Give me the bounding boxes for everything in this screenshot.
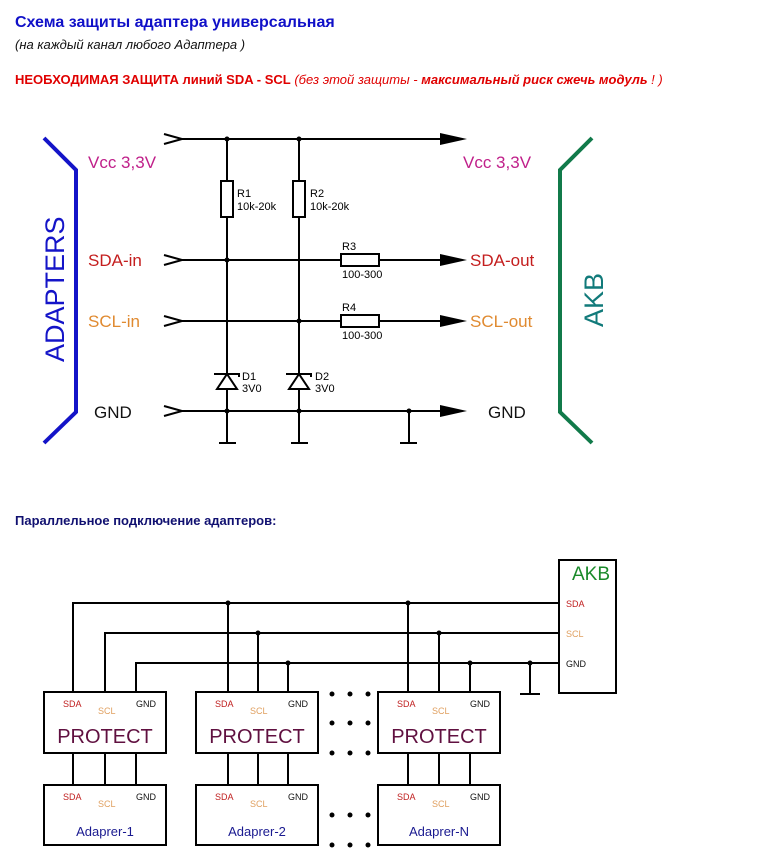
adapter-label: Adaprer-1 bbox=[76, 824, 134, 839]
resistor-r2 bbox=[292, 180, 306, 218]
protect-label: PROTECT bbox=[209, 726, 305, 748]
pin-label-scl: SCL bbox=[432, 706, 450, 716]
r1-value: 10k-20k bbox=[237, 201, 277, 213]
adapter-box: SDA SCL GND Adaprer-N bbox=[377, 784, 501, 846]
r4-value: 100-300 bbox=[342, 330, 382, 342]
gnd-in-label: GND bbox=[94, 403, 132, 422]
sda-in-label: SDA-in bbox=[88, 251, 142, 270]
pin-label-sda: SDA bbox=[215, 792, 234, 802]
warning-note: (без этой защиты - bbox=[290, 72, 422, 87]
akb-pin-gnd: GND bbox=[566, 659, 587, 669]
resistor-r4 bbox=[340, 314, 380, 328]
scl-in-connector-icon bbox=[163, 315, 186, 327]
scl-out-arrow-icon bbox=[440, 315, 467, 327]
pin-label-gnd: GND bbox=[136, 792, 157, 802]
warning-main: НЕОБХОДИМАЯ ЗАЩИТА линий SDA - SCL bbox=[15, 72, 291, 87]
input-connectors bbox=[163, 133, 186, 417]
sda-out-arrow-icon bbox=[440, 254, 467, 266]
page-subtitle: (на каждый канал любого Адаптера ) bbox=[15, 37, 246, 52]
pin-label-scl: SCL bbox=[250, 799, 268, 809]
adapter-box: SDA SCL GND Adaprer-2 bbox=[195, 784, 319, 846]
adapter-label: Adaprer-2 bbox=[228, 824, 286, 839]
section-title-parallel: Параллельное подключение адаптеров: bbox=[15, 513, 277, 528]
pin-label-sda: SDA bbox=[215, 699, 234, 709]
pin-label-sda: SDA bbox=[397, 699, 416, 709]
r3-name: R3 bbox=[342, 241, 356, 253]
bus-wires bbox=[72, 602, 558, 785]
scl-in-label: SCL-in bbox=[88, 312, 140, 331]
pin-label-gnd: GND bbox=[470, 699, 491, 709]
r3-value: 100-300 bbox=[342, 269, 382, 281]
protect-label: PROTECT bbox=[57, 726, 153, 748]
resistor-r3 bbox=[340, 253, 380, 267]
pin-label-sda: SDA bbox=[63, 792, 82, 802]
akb-pin-sda: SDA bbox=[566, 599, 585, 609]
schematic-wires bbox=[180, 138, 440, 444]
r4-name: R4 bbox=[342, 302, 356, 314]
warning-end: ! ) bbox=[647, 72, 663, 87]
junction-dots bbox=[224, 136, 412, 414]
warning-text: НЕОБХОДИМАЯ ЗАЩИТА линий SDA - SCL (без … bbox=[15, 72, 663, 87]
d1-value: 3V0 bbox=[242, 383, 262, 395]
akb-bracket bbox=[558, 136, 594, 445]
akb-pin-scl: SCL bbox=[566, 629, 584, 639]
d2-name: D2 bbox=[315, 371, 329, 383]
vcc-out-label: Vcc 3,3V bbox=[463, 153, 532, 172]
pin-label-gnd: GND bbox=[470, 792, 491, 802]
pin-label-sda: SDA bbox=[63, 699, 82, 709]
pin-label-sda: SDA bbox=[397, 792, 416, 802]
gnd-out-label: GND bbox=[488, 403, 526, 422]
pin-label-gnd: GND bbox=[288, 792, 309, 802]
vcc-in-connector-icon bbox=[163, 133, 186, 145]
protect-label: PROTECT bbox=[391, 726, 487, 748]
scl-out-label: SCL-out bbox=[470, 312, 533, 331]
pin-label-gnd: GND bbox=[288, 699, 309, 709]
gnd-out-arrow-icon bbox=[440, 405, 467, 417]
bus-junction-dots bbox=[225, 600, 533, 666]
vcc-in-label: Vcc 3,3V bbox=[88, 153, 157, 172]
d1-name: D1 bbox=[242, 371, 256, 383]
vcc-out-arrow-icon bbox=[440, 133, 467, 145]
r2-value: 10k-20k bbox=[310, 201, 350, 213]
protect-box: SDA SCL GND PROTECT bbox=[377, 691, 501, 754]
adapters-bracket bbox=[42, 136, 78, 445]
adapter-label: Adaprer-N bbox=[409, 824, 469, 839]
pin-label-gnd: GND bbox=[136, 699, 157, 709]
page-title: Схема защиты адаптера универсальная bbox=[15, 14, 335, 31]
sda-in-connector-icon bbox=[163, 254, 186, 266]
r1-name: R1 bbox=[237, 188, 251, 200]
gnd-in-connector-icon bbox=[163, 405, 186, 417]
protect-box: SDA SCL GND PROTECT bbox=[195, 691, 319, 754]
pin-label-scl: SCL bbox=[98, 799, 116, 809]
ellipsis-dots bbox=[329, 691, 371, 848]
adapter-box: SDA SCL GND Adaprer-1 bbox=[43, 784, 167, 846]
output-arrows bbox=[440, 133, 467, 417]
adapters-label: ADAPTERS bbox=[40, 216, 70, 362]
akb-side-label: AKB bbox=[579, 273, 609, 327]
pin-label-scl: SCL bbox=[98, 706, 116, 716]
sda-out-label: SDA-out bbox=[470, 251, 535, 270]
protect-box: SDA SCL GND PROTECT bbox=[43, 691, 167, 754]
akb-box-label: AKB bbox=[572, 564, 610, 585]
warning-risk: максимальный риск сжечь модуль bbox=[421, 72, 648, 87]
pin-label-scl: SCL bbox=[250, 706, 268, 716]
pin-label-scl: SCL bbox=[432, 799, 450, 809]
zener-diode-d1-icon bbox=[214, 372, 240, 390]
zener-diode-d2-icon bbox=[286, 372, 312, 390]
akb-box: AKB SDA SCL GND bbox=[558, 559, 617, 694]
r2-name: R2 bbox=[310, 188, 324, 200]
resistor-r1 bbox=[220, 180, 234, 218]
d2-value: 3V0 bbox=[315, 383, 335, 395]
